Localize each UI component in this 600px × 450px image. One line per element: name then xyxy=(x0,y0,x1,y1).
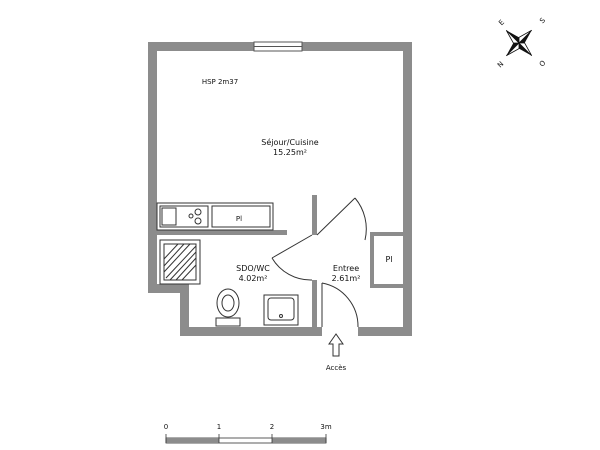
doors xyxy=(271,197,367,328)
scale-tick-0: 0 xyxy=(164,423,168,431)
sink xyxy=(263,294,299,326)
scale-tick-3: 3m xyxy=(320,423,331,431)
compass-n: N xyxy=(496,60,505,69)
compass-s: S xyxy=(538,16,547,25)
room-area-sdo: 4.02m² xyxy=(239,274,268,283)
room-area-entree: 2.61m² xyxy=(332,274,361,283)
shower xyxy=(159,239,201,285)
walls xyxy=(148,42,412,336)
room-name-entree: Entree xyxy=(333,264,359,273)
scale-tick-1: 1 xyxy=(217,423,221,431)
entrance-arrow xyxy=(328,333,344,357)
compass-e: E xyxy=(497,18,506,27)
scale-tick-2: 2 xyxy=(270,423,274,431)
closet-label-entree: Pl xyxy=(385,255,392,264)
room-name-sdo: SDO/WC xyxy=(236,264,270,273)
window xyxy=(253,41,303,52)
kitchen-counter xyxy=(156,202,274,231)
closet-label-kitchen: Pl xyxy=(236,215,242,223)
room-area-sejour: 15.25m² xyxy=(273,148,307,157)
compass-o: O xyxy=(538,59,548,69)
scale-bar xyxy=(165,434,327,444)
entrance-label: Accès xyxy=(326,364,347,372)
room-name-sejour: Séjour/Cuisine xyxy=(261,137,319,147)
toilet xyxy=(215,288,241,327)
hsp-label: HSP 2m37 xyxy=(202,78,238,86)
compass-icon xyxy=(505,29,533,57)
